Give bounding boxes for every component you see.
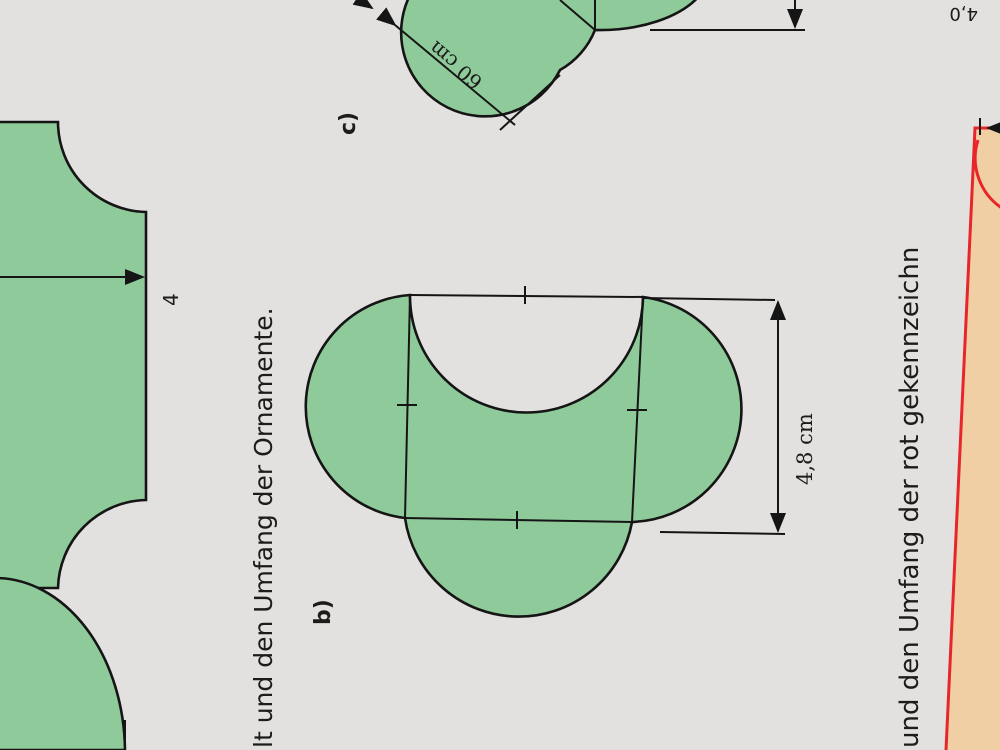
corner-value-text: 4,0 xyxy=(949,3,978,24)
instruction-text-bottom: und den Umfang der rot gekennzeichn xyxy=(895,247,925,748)
figure-c-ornament: 60 cm c) xyxy=(336,0,805,135)
figure-a-ornament: 4 xyxy=(0,120,183,750)
figure-b-label: b) xyxy=(311,599,336,625)
figure-a-shape xyxy=(0,120,148,590)
figure-b-dimension-label: 4,8 cm xyxy=(793,413,817,485)
figure-b-ornament: 4,8 cm b) xyxy=(304,286,817,625)
figure-c-dimension-line xyxy=(376,7,516,126)
figure-c-shape xyxy=(399,0,698,118)
red-outlined-figure xyxy=(944,118,1000,750)
figure-a2-circle-shape xyxy=(0,576,127,750)
figure-c-label: c) xyxy=(336,112,361,135)
figure-b-shape xyxy=(304,293,743,618)
instruction-text-top: lt und den Umfang der Ornamente. xyxy=(249,307,278,748)
figure-a-dimension-label: 4 xyxy=(159,293,183,306)
